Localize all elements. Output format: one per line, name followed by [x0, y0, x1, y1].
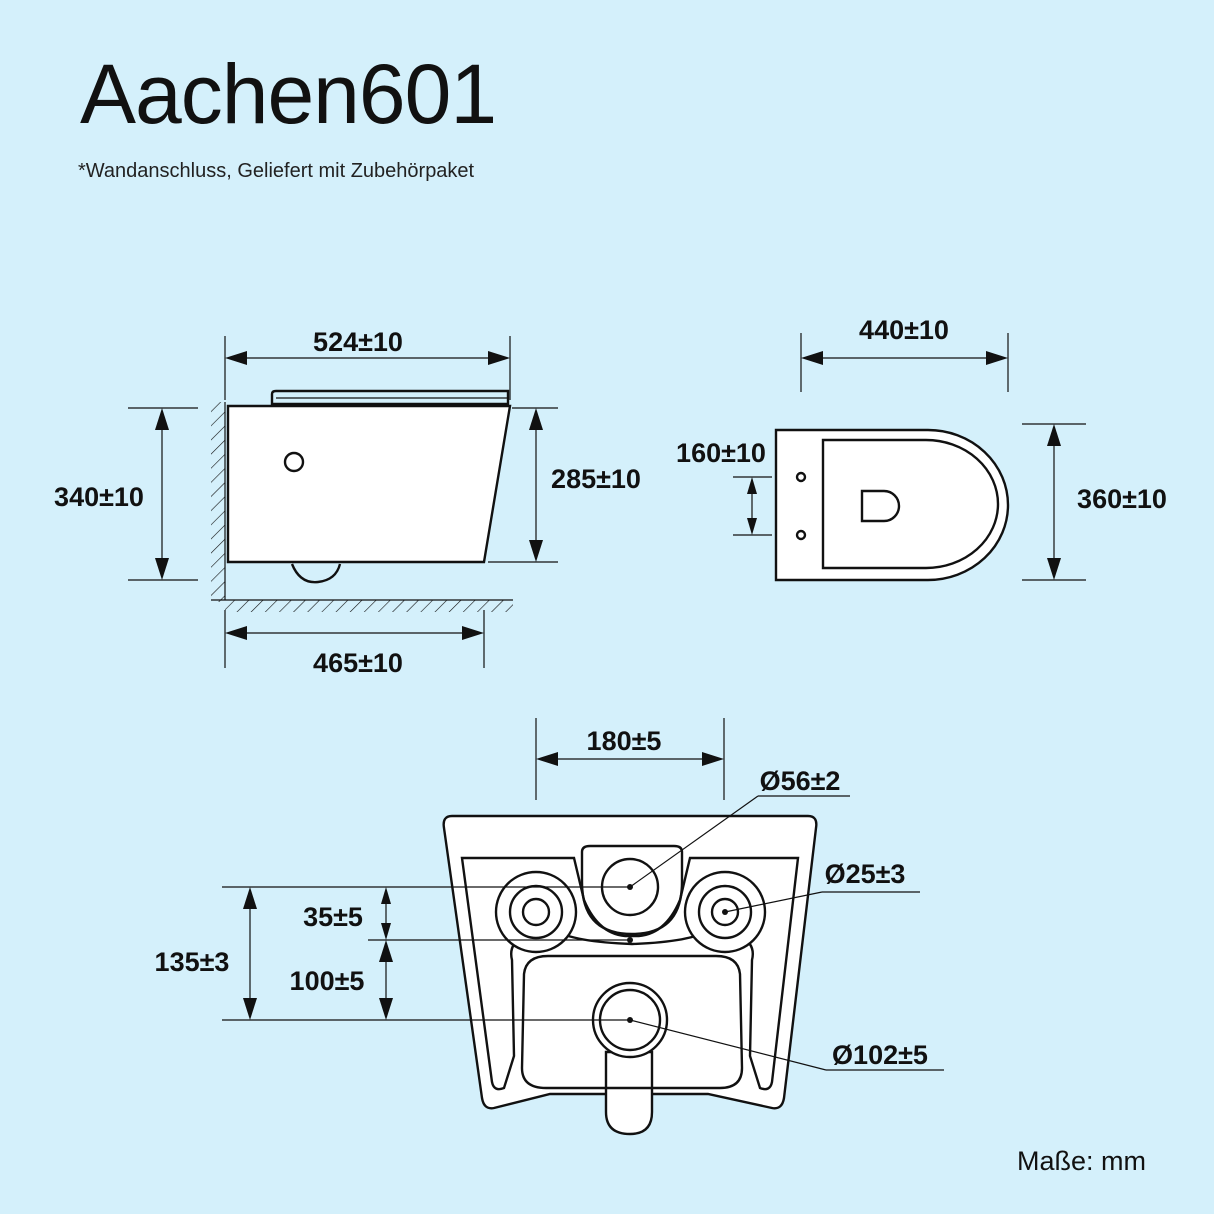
units-label: Maße: mm: [1016, 1146, 1146, 1176]
back-view: 180±5 Ø56±2 Ø25±3 Ø102±5 135±3 35±5 100±…: [155, 718, 944, 1136]
bolt-hole-left-mid: [508, 884, 564, 940]
dim-bolt-spacing: 160±10: [676, 438, 766, 468]
bowl-side: [226, 404, 512, 564]
wall-hatch: [211, 402, 225, 602]
dim-height-front: 285±10: [551, 464, 641, 494]
bowl-top-inner: [821, 438, 1000, 570]
dim-length-top: 524±10: [313, 327, 403, 357]
seat-lid: [270, 389, 510, 406]
inlet-housing: [580, 844, 684, 936]
drain-opening-top: [860, 489, 901, 523]
outlet-tube: [604, 1050, 654, 1136]
inner-basin: [520, 954, 744, 1090]
side-view: 524±10 340±10 285±10 465±10: [54, 327, 641, 678]
bolt-hole-right-mid: [697, 884, 753, 940]
bolt-hole-left-inner: [521, 897, 551, 927]
dim-offset-upper: 35±5: [303, 902, 363, 932]
dim-height-outlet: 135±3: [155, 947, 230, 977]
outlet-side: [290, 563, 342, 584]
top-view: 440±10 360±10 160±10: [676, 315, 1167, 582]
floor-hatch: [225, 600, 513, 612]
page-title: Aachen601: [80, 47, 497, 141]
label-outlet-diameter: Ø102±5: [832, 1040, 928, 1070]
dim-width: 440±10: [859, 315, 949, 345]
label-inlet-diameter: Ø56±2: [760, 766, 841, 796]
label-bolt-hole-diameter: Ø25±3: [825, 859, 906, 889]
bolt-hole-side: [283, 451, 305, 473]
dim-height-total: 340±10: [54, 482, 144, 512]
dim-length-bottom: 465±10: [313, 648, 403, 678]
dim-depth: 360±10: [1077, 484, 1167, 514]
dim-bolt-distance: 180±5: [587, 726, 662, 756]
bolt-hole-left-outer: [494, 870, 578, 954]
page-subtitle: *Wandanschluss, Geliefert mit Zubehörpak…: [78, 160, 475, 182]
bowl-top-outline: [774, 428, 1010, 582]
bolt-hole-right-inner: [710, 897, 740, 927]
bolt-hole-top-2: [795, 529, 807, 541]
dim-offset-lower: 100±5: [290, 966, 365, 996]
bolt-hole-top-1: [795, 471, 807, 483]
